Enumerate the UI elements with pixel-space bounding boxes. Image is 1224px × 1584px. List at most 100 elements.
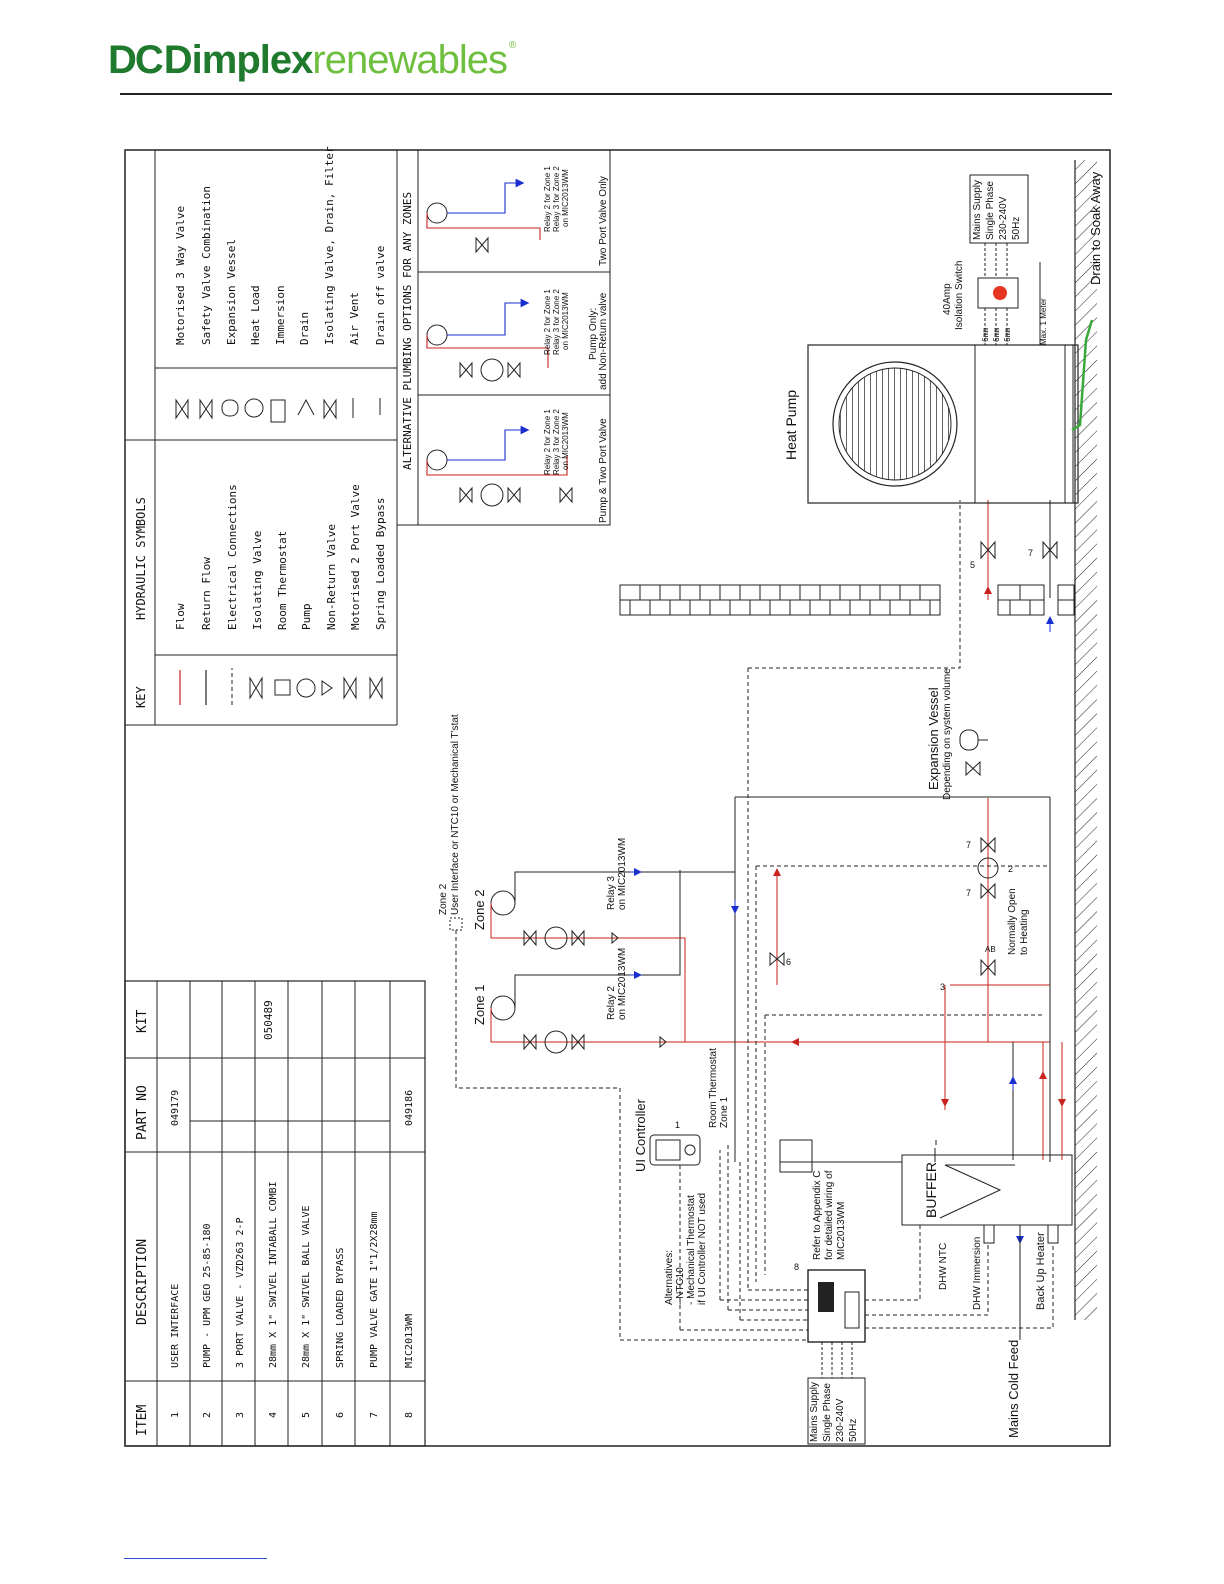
mains-supply-ctrl-1: Mains Supply — [809, 1382, 820, 1442]
ui-controller-label: UI Controller — [633, 1098, 648, 1172]
mains-supply-ctrl-3: 230-240V — [835, 1398, 846, 1442]
back-up-heater-label: Back Up Heater — [1035, 1232, 1047, 1310]
primary-pump — [977, 857, 999, 879]
key-left-8: Spring Loaded Bypass — [374, 498, 387, 630]
drawing-frame — [124, 149, 1111, 1447]
key-left-5: Pump — [300, 604, 313, 631]
alt-1-relay-2: Relay 3 for Zone 2 — [552, 409, 561, 475]
table-row-7-item: 7 — [369, 1412, 380, 1418]
logo-word-renewables: renewables — [312, 37, 508, 82]
zone2-heat-load — [490, 890, 516, 916]
mic2013wm-controller — [807, 1269, 866, 1343]
table-row-4-description: 28mm X 1" SWIVEL INTABALL COMBI — [268, 1181, 279, 1368]
mains-supply-hp-3: 230-240V — [998, 196, 1009, 240]
three-way-valve — [980, 958, 996, 977]
alt-3-relay-2: Relay 3 for Zone 2 — [552, 166, 561, 232]
num-7a: 7 — [966, 840, 971, 850]
alternatives-0: Alternatives: — [664, 1250, 675, 1305]
num-3: 3 — [940, 982, 945, 992]
shower-outlet — [779, 1139, 813, 1173]
3way-valve-symbol — [175, 398, 189, 420]
refer-1: Refer to Appendix C — [812, 1171, 823, 1261]
table-row-1-description: USER INTERFACE — [170, 1284, 181, 1368]
table-row-2-description: PUMP - UPM GEO 25-85-180 — [202, 1224, 213, 1369]
logo-registered: ® — [508, 40, 517, 51]
isolation-1: 40Amp — [942, 283, 953, 315]
key-left-1: Return Flow — [200, 557, 213, 630]
zone1-heat-load — [490, 995, 516, 1021]
buffer-label: BUFFER — [923, 1162, 939, 1218]
table-row-8-item: 8 — [404, 1412, 415, 1418]
heat-pump-label: Heat Pump — [783, 390, 799, 460]
refer-3: MIC2013WM — [836, 1202, 847, 1260]
alternatives-3: if UI Controller NOT used — [697, 1193, 708, 1305]
ground-hatch — [1075, 160, 1097, 1320]
room-stat-zone: Zone 1 — [719, 1096, 730, 1128]
alt-title: ALTERNATIVE PLUMBING OPTIONS FOR ANY ZON… — [401, 192, 414, 470]
drain-symbol — [297, 398, 315, 416]
key-right-2: Expansion Vessel — [225, 239, 238, 345]
header-rule — [120, 93, 1112, 95]
motorised-2port-symbol — [343, 676, 357, 700]
expansion-vessel — [959, 729, 979, 751]
refer-2: for detailed wiring of — [824, 1170, 835, 1260]
ab-label: AB — [985, 945, 996, 954]
drain-soak-label: Drain to Soak Away — [1088, 171, 1103, 285]
parts-table: ITEM DESCRIPTION PART NO KIT 1 USER INTE… — [124, 980, 426, 1447]
heat-load-symbol — [244, 398, 264, 418]
alternatives-2: - Mechanical Thermostat — [686, 1195, 697, 1305]
expansion-vessel-sub: Depending on system volume — [942, 668, 953, 800]
table-row-4-item: 4 — [268, 1412, 279, 1418]
max-meter: Max. 1 Meter — [1039, 298, 1048, 345]
alt-2-relay-1: Relay 2 for Zone 1 — [543, 289, 552, 355]
isolating-drain-filter-symbol — [323, 398, 337, 420]
key-title: KEY — [134, 686, 148, 708]
alt-2-relay-3: on MIC2013WM — [561, 292, 570, 350]
building-wall-blocks — [619, 584, 1075, 616]
table-row-6-item: 6 — [335, 1412, 346, 1418]
isolation-2: Isolation Switch — [954, 261, 965, 330]
key-right-1: Safety Valve Combination — [200, 186, 213, 345]
ui-controller-device — [649, 1134, 701, 1166]
table-header-kit: KIT — [135, 1009, 150, 1033]
num-7b: 7 — [966, 888, 971, 898]
key-left-6: Non-Return Valve — [325, 524, 338, 630]
zone2-ctrl-label: Zone 2 — [438, 883, 449, 915]
table-row-1-item: 1 — [170, 1412, 181, 1418]
expansion-vessel-label: Expansion Vessel — [926, 687, 941, 790]
table-row-6-description: SPRING LOADED BYPASS — [335, 1248, 346, 1368]
alt-3-relay-3: on MIC2013WM — [561, 169, 570, 227]
key-right-6: Isolating Valve, Drain, Filter — [323, 146, 336, 345]
alt-1-relay-3: on MIC2013WM — [561, 412, 570, 470]
brand-logo: DC Dimplex renewables ® — [108, 38, 516, 82]
zone1-label: Zone 1 — [472, 985, 487, 1025]
key-left-7: Motorised 2 Port Valve — [349, 484, 362, 630]
mains-supply-ctrl-2: Single Phase — [822, 1383, 833, 1442]
num-5: 5 — [970, 560, 975, 570]
room-thermostat-symbol — [274, 679, 291, 696]
table-row-5-description: 28mm X 1" SWIVEL BALL VALVE — [301, 1205, 312, 1368]
num-1: 1 — [675, 1120, 680, 1130]
num-7c: 7 — [1028, 548, 1033, 558]
logo-mark: DC — [108, 37, 164, 82]
mains-supply-ctrl-4: 50Hz — [848, 1419, 859, 1442]
mains-supply-hp-1: Mains Supply — [972, 180, 983, 240]
relay3-sub: on MIC2013WM — [617, 838, 628, 910]
key-right-5: Drain — [298, 312, 311, 345]
table-row-3-item: 3 — [235, 1412, 246, 1418]
key-left-2: Electrical Connections — [226, 484, 239, 630]
isolation-switch — [977, 277, 1019, 309]
drain-pipe — [1071, 319, 1094, 432]
zone2-label: Zone 2 — [472, 890, 487, 930]
key-left-4: Room Thermostat — [276, 531, 289, 630]
table-header-part-no: PART NO — [135, 1085, 150, 1140]
bypass-symbol — [369, 676, 383, 700]
alt-3-relay-1: Relay 2 for Zone 1 — [543, 166, 552, 232]
table-kit-number: 050489 — [262, 1000, 275, 1040]
mains-supply-box-heatpump — [969, 174, 1029, 244]
num-8: 8 — [794, 1262, 799, 1272]
safety-valve-symbol — [199, 398, 213, 420]
key-right-0: Motorised 3 Way Valve — [174, 206, 187, 345]
num-2: 2 — [1008, 864, 1013, 874]
